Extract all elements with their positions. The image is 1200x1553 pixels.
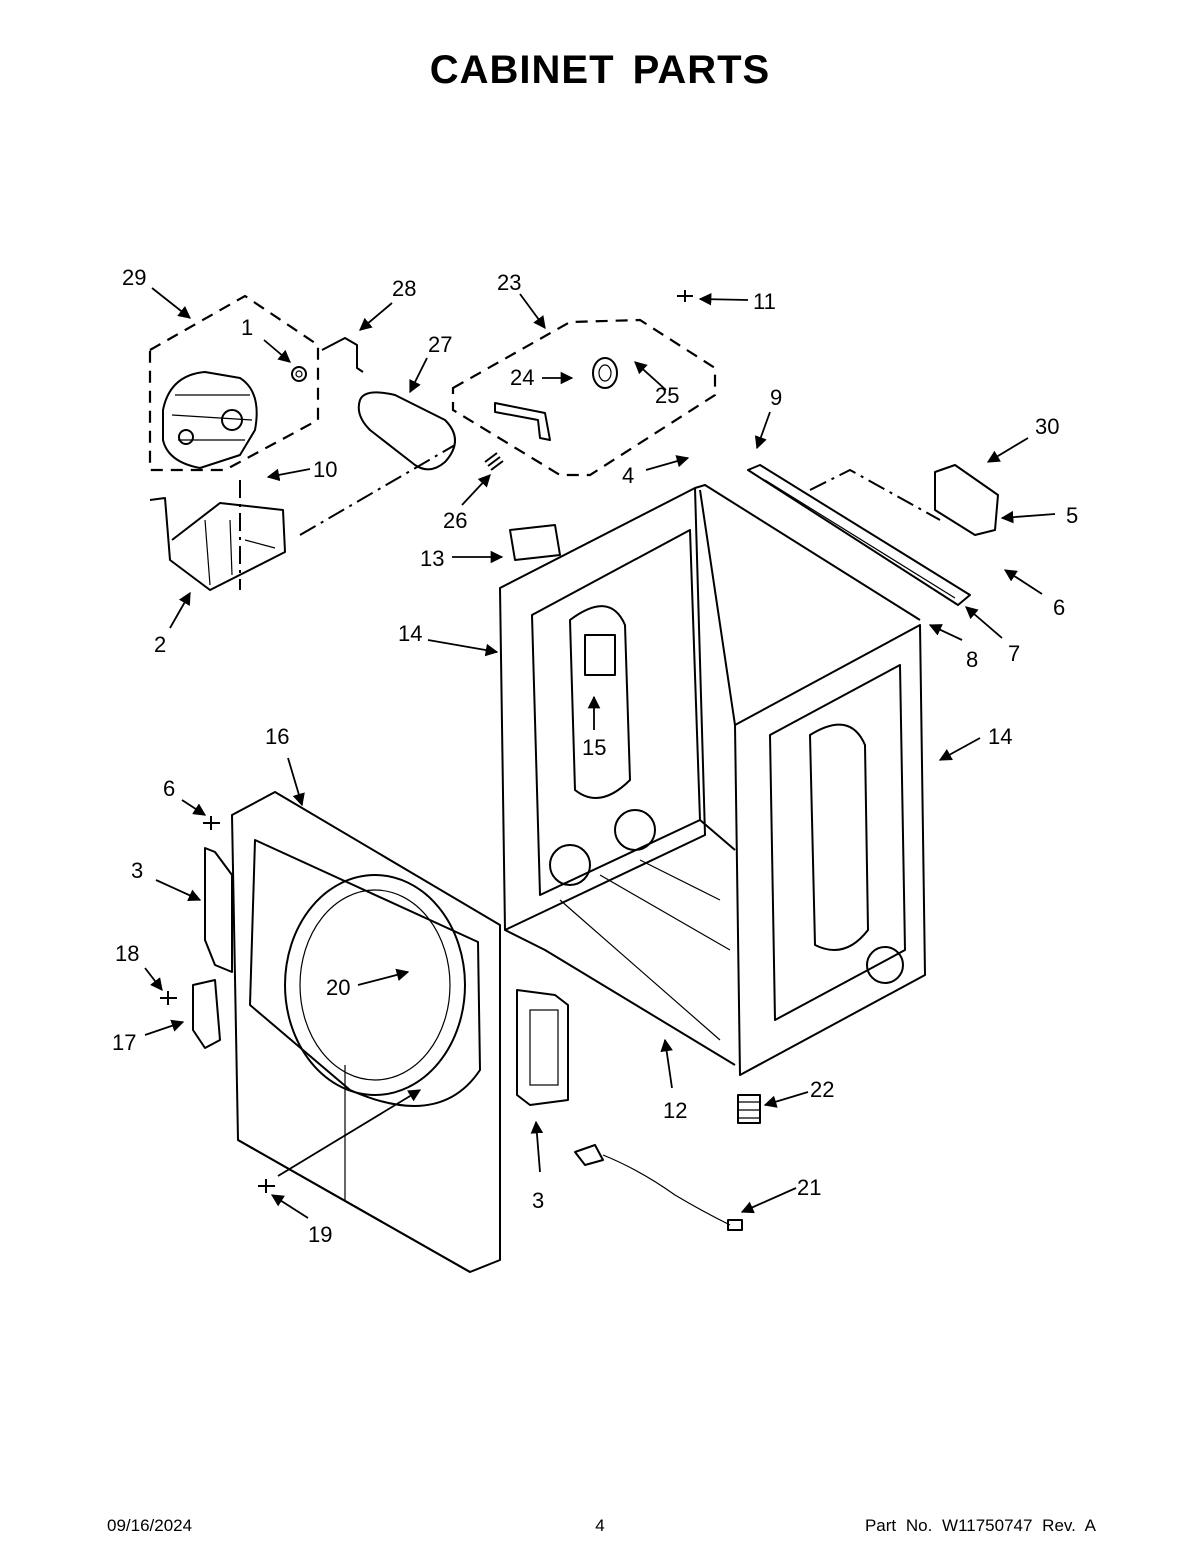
callout-19: 19 bbox=[308, 1222, 332, 1247]
cabinet-frame bbox=[504, 484, 921, 1066]
callout-17: 17 bbox=[112, 1030, 136, 1055]
callout-leaders bbox=[144, 287, 1056, 1219]
callout-27: 27 bbox=[428, 332, 452, 357]
footer-page-number: 4 bbox=[595, 1516, 605, 1535]
drive-motor-part bbox=[162, 371, 258, 469]
callout-6-right: 6 bbox=[1053, 595, 1065, 620]
control-board-part bbox=[509, 524, 561, 561]
motor-mount-bracket-part bbox=[149, 497, 286, 591]
callout-6-left: 6 bbox=[163, 776, 175, 801]
callout-4: 4 bbox=[622, 463, 634, 488]
callout-8: 8 bbox=[966, 647, 978, 672]
callout-14-right: 14 bbox=[988, 724, 1012, 749]
top-bracket-part bbox=[747, 464, 971, 606]
callout-5: 5 bbox=[1066, 503, 1078, 528]
cabinet-side-panel bbox=[734, 624, 926, 1076]
callout-16: 16 bbox=[265, 724, 289, 749]
callout-13: 13 bbox=[420, 546, 444, 571]
callout-30: 30 bbox=[1035, 414, 1059, 439]
leveling-leg-part bbox=[737, 1094, 761, 1124]
screw-left-part bbox=[160, 816, 275, 1193]
callout-25: 25 bbox=[655, 383, 679, 408]
callout-12: 12 bbox=[663, 1098, 687, 1123]
footer-date: 09/16/2024 bbox=[107, 1516, 193, 1535]
callout-11: 11 bbox=[753, 289, 776, 314]
callout-22: 22 bbox=[810, 1077, 834, 1102]
callout-3-bottom: 3 bbox=[532, 1188, 544, 1213]
screw-top-part bbox=[677, 290, 693, 302]
callout-14-left: 14 bbox=[398, 621, 422, 646]
callout-3-left: 3 bbox=[131, 858, 143, 883]
front-panel-part bbox=[231, 791, 501, 1273]
callout-24: 24 bbox=[510, 365, 534, 390]
callout-26: 26 bbox=[443, 508, 467, 533]
callout-28: 28 bbox=[392, 276, 416, 301]
callout-2: 2 bbox=[154, 632, 166, 657]
cabinet-rear-panel bbox=[499, 487, 706, 931]
callout-7: 7 bbox=[1008, 641, 1020, 666]
motor-assembly-dashed-group bbox=[148, 294, 320, 472]
callout-20: 20 bbox=[326, 975, 350, 1000]
idler-bracket-part bbox=[494, 402, 551, 441]
idler-pulley-part bbox=[592, 357, 618, 389]
motor-nut-part bbox=[291, 366, 307, 382]
idler-spring-part bbox=[484, 452, 504, 471]
control-bracket-part bbox=[934, 464, 999, 536]
callout-10: 10 bbox=[313, 457, 337, 482]
callout-21: 21 bbox=[797, 1175, 821, 1200]
callout-29: 29 bbox=[122, 265, 146, 290]
callout-15: 15 bbox=[582, 735, 606, 760]
callout-1: 1 bbox=[241, 315, 253, 340]
callout-23: 23 bbox=[497, 270, 521, 295]
door-hinge-right-part bbox=[516, 989, 569, 1106]
footer-part-number: Part No. W11750747 Rev. A bbox=[864, 1516, 1096, 1535]
idler-assembly-dashed-group bbox=[451, 318, 717, 477]
clip-part bbox=[321, 337, 364, 373]
callout-9: 9 bbox=[770, 385, 782, 410]
door-hinge-left-part bbox=[204, 847, 233, 973]
callout-18: 18 bbox=[115, 941, 139, 966]
page-title: CABINET PARTS bbox=[429, 48, 771, 92]
hinge-cover-part bbox=[192, 979, 221, 1049]
drive-belt-part bbox=[357, 391, 456, 471]
harness-part bbox=[574, 1144, 743, 1231]
